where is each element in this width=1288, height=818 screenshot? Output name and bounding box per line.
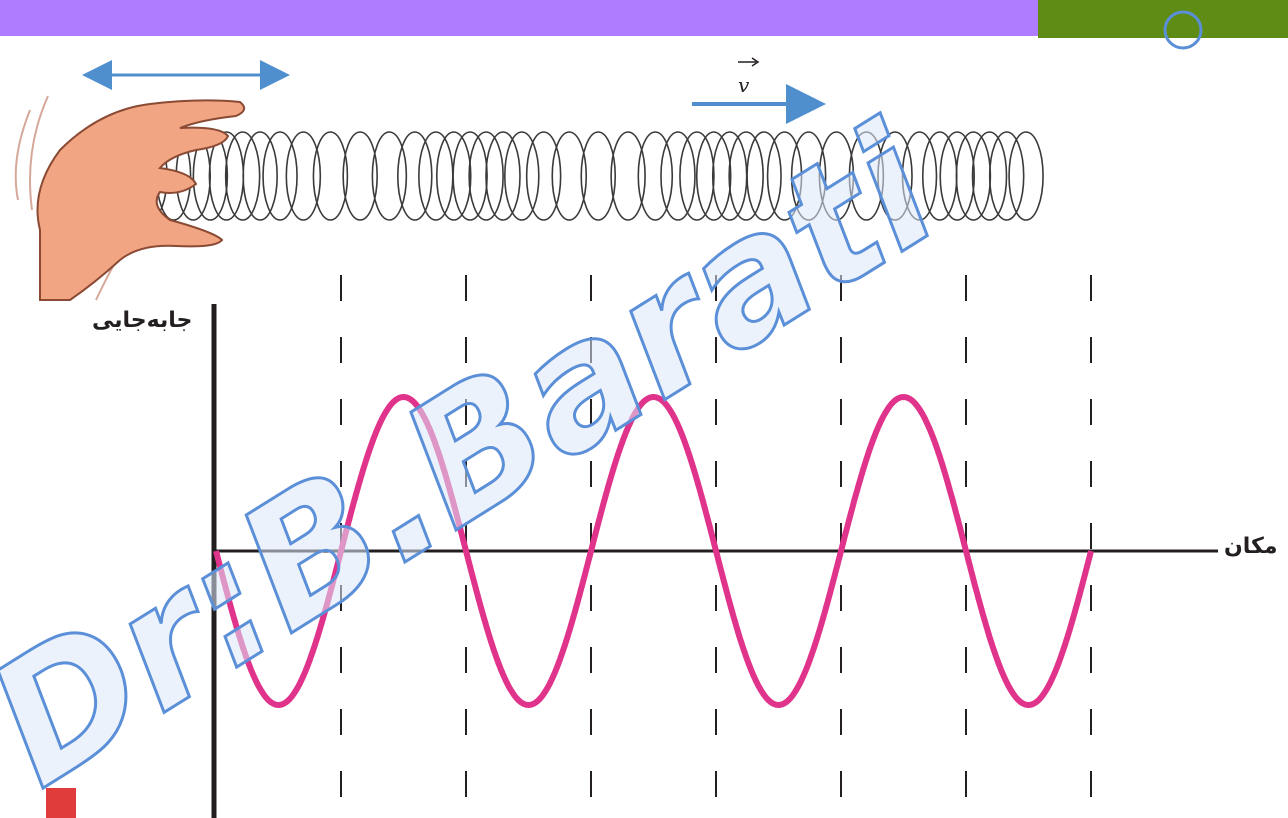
x-axis-label: مکان (1224, 534, 1278, 559)
spring-loop (818, 131, 855, 221)
accent-block (1038, 0, 1288, 38)
spring-loop (312, 131, 349, 221)
spring-loop (485, 131, 521, 221)
spring-loop (262, 131, 298, 221)
spring-loop (285, 131, 322, 221)
spring-loop (610, 131, 646, 221)
spring-loop (695, 131, 732, 221)
spring-loop (971, 131, 1008, 221)
spring-loop (224, 131, 261, 221)
spring-loop (728, 131, 764, 221)
spring-loop (468, 131, 504, 221)
marker-square (46, 788, 76, 818)
spring-loop (242, 131, 278, 221)
spring-loop (525, 131, 562, 221)
spring-loop (637, 131, 674, 221)
velocity-label: v (738, 57, 760, 97)
spring-loop (955, 131, 992, 221)
spring-loop (580, 131, 617, 221)
spring-loop (397, 131, 433, 221)
spring-loop (790, 131, 827, 221)
spring-loop (660, 131, 696, 221)
spring-loop (848, 131, 885, 221)
y-axis-label: جابه‌جایی (92, 308, 193, 333)
spring-loop (435, 131, 472, 221)
spring-loop (877, 131, 913, 221)
spring-loop (504, 131, 540, 221)
spring-loop (746, 131, 782, 221)
spring-loop (342, 131, 378, 221)
spring-loop (988, 131, 1025, 221)
spring-loop (901, 131, 938, 221)
spring-loop (766, 131, 803, 221)
svg-text:v: v (738, 73, 750, 97)
header-bar (0, 0, 1038, 36)
spring-loop (418, 131, 454, 221)
spring-loop (371, 131, 408, 221)
spring-loop (1008, 131, 1044, 221)
spring-loop (939, 131, 976, 221)
wave-curve (213, 393, 1094, 709)
hand-icon (14, 95, 246, 301)
watermark-dot (1163, 10, 1203, 50)
spring-loop (452, 131, 488, 221)
spring-loop (679, 131, 715, 221)
spring-loop (551, 131, 588, 221)
